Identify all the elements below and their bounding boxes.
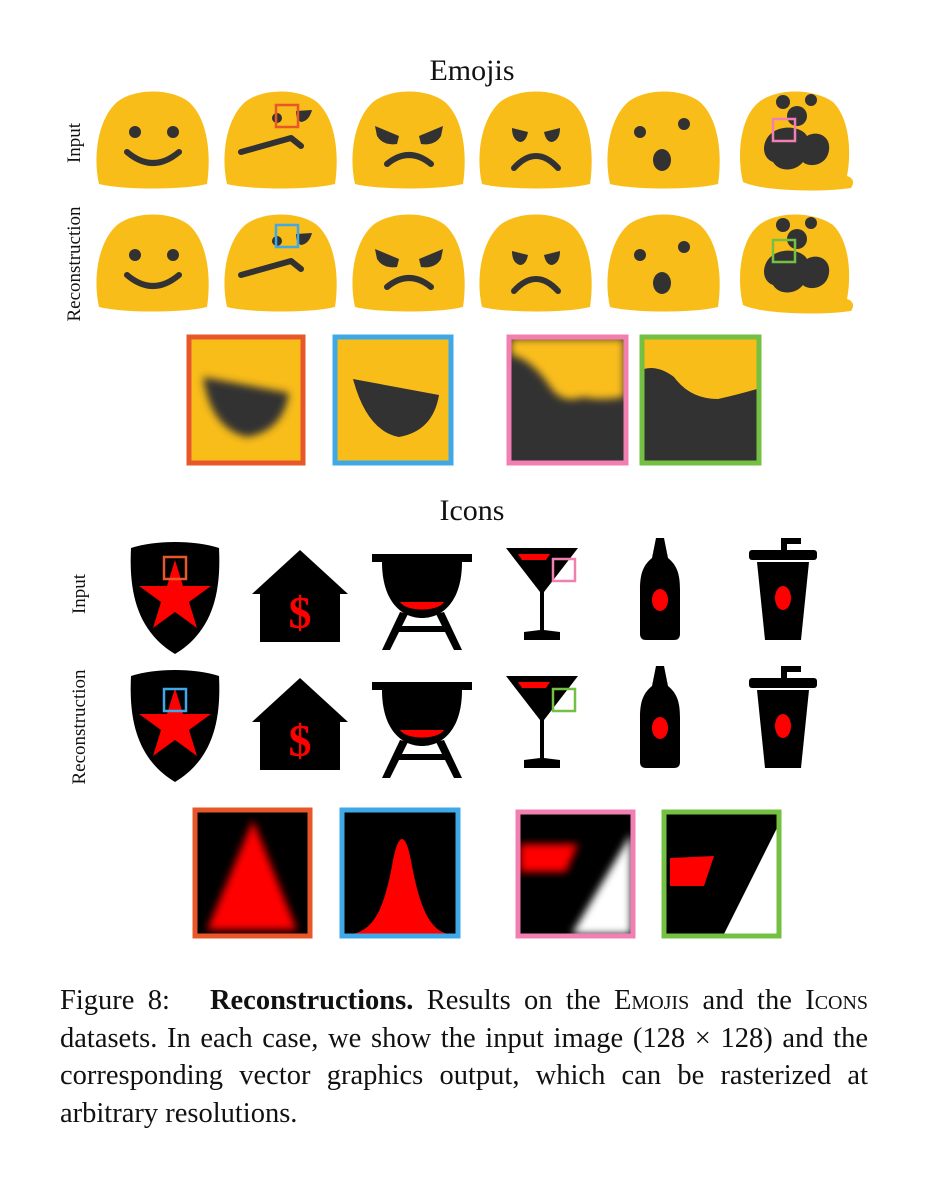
icon-highlight-box-green (551, 687, 577, 713)
icons-title: Icons (440, 494, 505, 527)
figure-caption: Figure 8: Reconstructions. Results on th… (60, 982, 868, 1132)
grill-icon-reconstruction (372, 682, 472, 778)
icon-zoom-orange (192, 807, 313, 939)
icon-input-row (130, 538, 817, 654)
bottle-icon (640, 538, 680, 640)
caption-part2: and the (702, 985, 792, 1016)
emoji-sad (479, 92, 591, 189)
icon-highlight-box-blue (162, 687, 188, 713)
emoji-smile (96, 92, 208, 189)
emoji-blotched (740, 91, 854, 191)
icon-highlight-box-orange (162, 555, 188, 581)
drink-cup-icon-reconstruction (749, 666, 817, 768)
shield-star-icon (130, 542, 220, 654)
house-dollar-icon (252, 550, 348, 642)
emoji-highlight-box-blue (274, 223, 300, 249)
emoji-zoom-pink (506, 334, 629, 466)
icon-zoom-pink (515, 809, 636, 939)
emoji-zoom-blue (332, 334, 454, 466)
caption-prefix: Figure 8: (60, 985, 170, 1016)
emoji-highlight-box-orange (274, 103, 300, 129)
emojis-title: Emojis (429, 54, 514, 87)
emoji-highlight-box-pink (771, 117, 797, 143)
shield-star-icon-reconstruction (130, 670, 220, 782)
emoji-sad-reconstruction (479, 215, 591, 312)
emoji-input-row (96, 91, 854, 191)
caption-part3: datasets. In each case, we show the inpu… (60, 1022, 868, 1129)
grill-icon (372, 554, 472, 650)
emoji-angry-reconstruction (352, 215, 464, 312)
icon-zoom-green (661, 809, 782, 939)
icon-reconstruction-row (130, 666, 817, 782)
emoji-wink-reconstruction (224, 215, 336, 312)
caption-emojis-name: Emojis (614, 985, 690, 1016)
emoji-angry (352, 92, 464, 189)
icon-zoom-blue (339, 807, 461, 939)
caption-title: Reconstructions. (209, 985, 414, 1016)
emoji-zoom-green (639, 334, 762, 466)
emoji-reconstruction-row (96, 214, 854, 314)
bottle-icon-reconstruction (640, 666, 680, 768)
icon-highlight-box-pink (551, 557, 577, 583)
emoji-zoom-orange (186, 334, 306, 466)
icon-reconstruction-row-label: Reconstruction (69, 669, 90, 785)
drink-cup-icon (749, 538, 817, 640)
emoji-smile-reconstruction (96, 215, 208, 312)
emoji-blotched-reconstruction (740, 214, 854, 314)
house-dollar-icon-reconstruction (252, 678, 348, 770)
emoji-input-row-label: Input (64, 122, 85, 163)
emoji-highlight-box-green (771, 238, 797, 264)
cocktail-glass-icon (506, 548, 578, 640)
icon-input-row-label: Input (69, 573, 90, 614)
emoji-surprised (607, 92, 719, 189)
caption-icons-name: Icons (805, 985, 869, 1016)
emoji-surprised-reconstruction (607, 215, 719, 312)
emoji-reconstruction-row-label: Reconstruction (64, 206, 85, 322)
caption-part1: Results on the (426, 985, 601, 1016)
